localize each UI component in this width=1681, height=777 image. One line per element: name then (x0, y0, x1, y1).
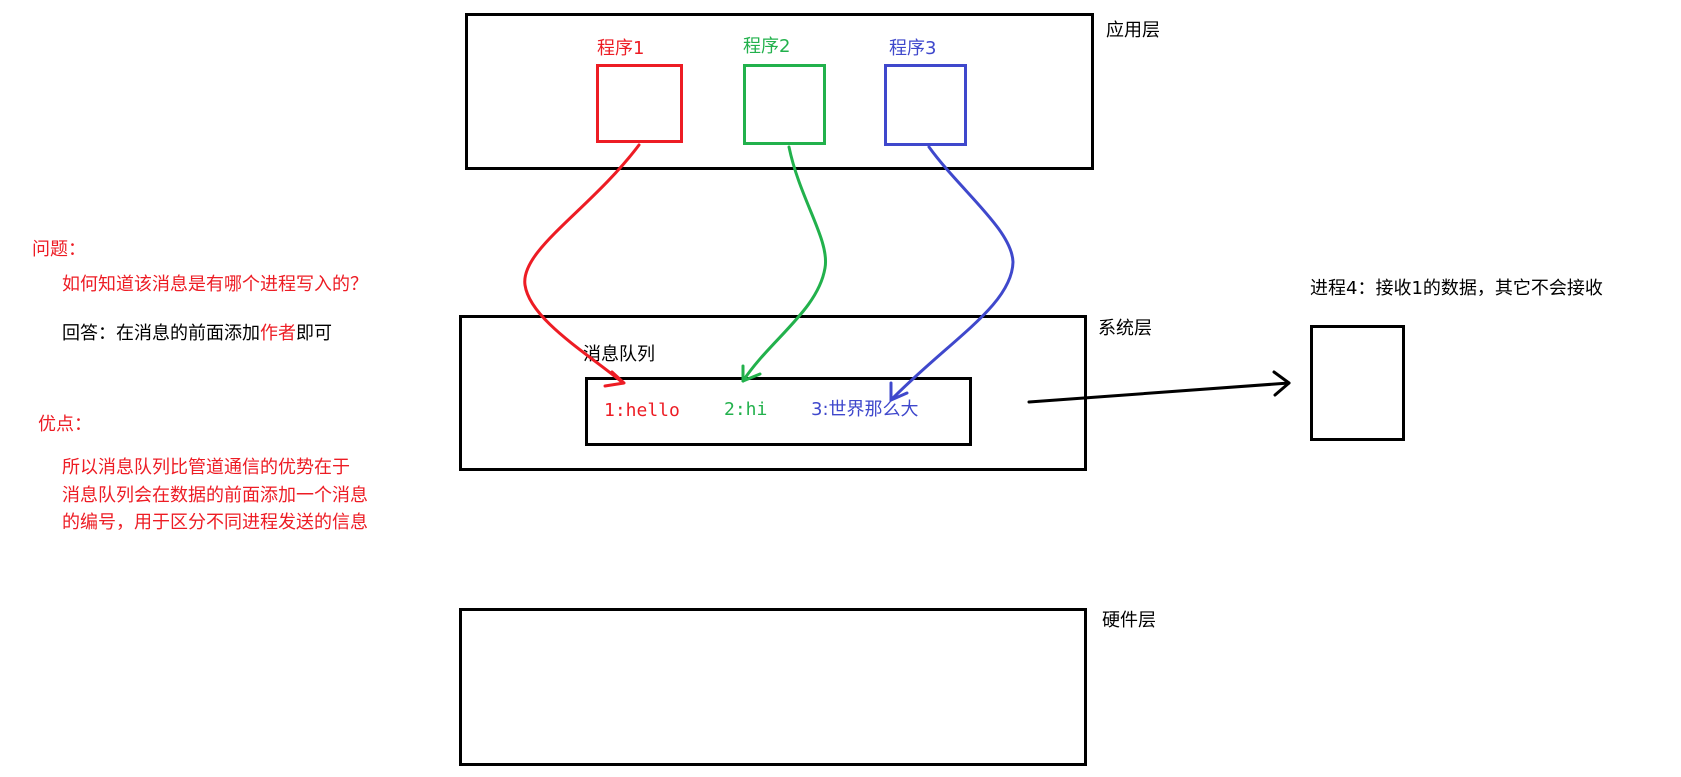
advantage-heading: 优点： (38, 414, 92, 435)
answer-prefix: 回答：在消息的前面添加 (62, 323, 260, 344)
message-queue-title: 消息队列 (583, 344, 655, 365)
process-4-box (1310, 325, 1405, 441)
program-3-box (884, 64, 967, 146)
program-3-arrow (889, 145, 1015, 402)
question-text: 如何知道该消息是有哪个进程写入的？ (62, 274, 368, 295)
hardware-layer-label: 硬件层 (1102, 610, 1156, 631)
application-layer-label: 应用层 (1106, 20, 1160, 41)
answer-suffix: 即可 (296, 323, 332, 344)
message-queue-box (585, 377, 972, 446)
advantage-line-2: 消息队列会在数据的前面添加一个消息 (62, 485, 368, 506)
program-1-label: 程序1 (597, 38, 645, 59)
queue-message-3: 3:世界那么大 (811, 399, 919, 420)
answer-text: 回答：在消息的前面添加作者即可 (62, 323, 332, 345)
program-2-arrowhead (741, 364, 762, 383)
program-1-box (596, 64, 683, 143)
answer-highlight: 作者 (260, 323, 296, 344)
advantage-line-3: 的编号，用于区分不同进程发送的信息 (62, 512, 368, 533)
program-2-arrow (741, 145, 828, 383)
application-layer-box (465, 13, 1094, 170)
program-1-arrowhead (603, 370, 626, 388)
queue-to-process4-arrow (1027, 381, 1291, 404)
program-3-label: 程序3 (889, 38, 937, 59)
system-layer-box (459, 315, 1087, 471)
queue-message-1: 1:hello (604, 400, 680, 421)
hardware-layer-box (459, 608, 1087, 766)
queue-to-process4-arrowhead (1272, 370, 1291, 397)
program-2-label: 程序2 (743, 36, 791, 57)
program-1-arrow (523, 143, 641, 385)
system-layer-label: 系统层 (1098, 318, 1152, 339)
process-4-label: 进程4：接收1的数据，其它不会接收 (1310, 278, 1603, 299)
program-3-arrowhead (889, 381, 909, 402)
program-2-box (743, 64, 826, 145)
advantage-line-1: 所以消息队列比管道通信的优势在于 (62, 457, 350, 478)
question-heading: 问题： (32, 239, 86, 260)
queue-message-2: 2:hi (724, 399, 768, 420)
